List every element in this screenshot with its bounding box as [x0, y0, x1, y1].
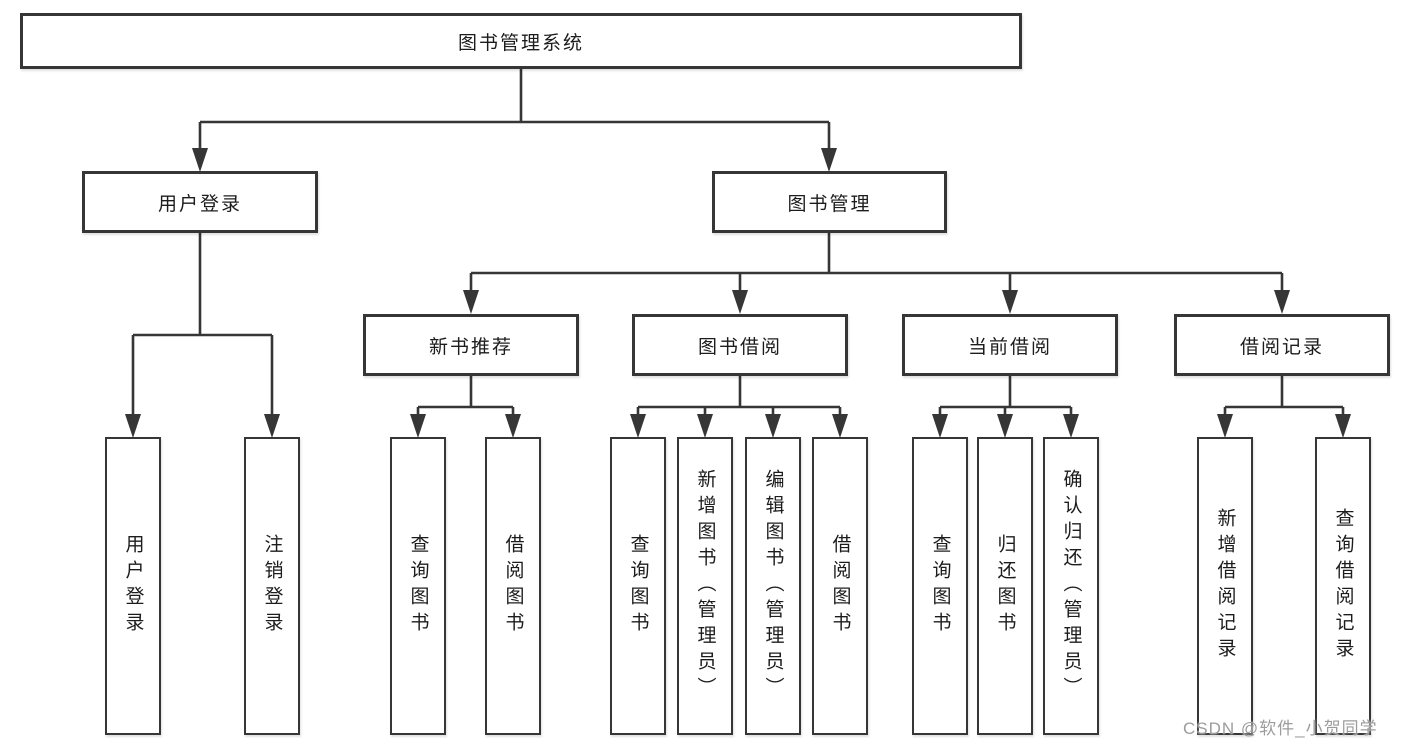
node-current-borrowing: 当前借阅 — [902, 314, 1118, 376]
leaf-borrow-books-recommend: 借阅图书 — [485, 437, 541, 735]
leaf-query-borrow-record: 查询借阅记录 — [1315, 437, 1371, 735]
leaf-edit-books-admin: 编辑图书（管理员） — [745, 437, 801, 735]
node-book-management-branch: 图书管理 — [712, 171, 947, 233]
csdn-watermark: CSDN @软件_小贺同学 — [1183, 719, 1378, 738]
leaf-add-borrow-record: 新增借阅记录 — [1197, 437, 1253, 735]
node-library-system-root: 图书管理系统 — [20, 13, 1022, 69]
leaf-confirm-return-admin: 确认归还（管理员） — [1043, 437, 1099, 735]
node-book-borrowing: 图书借阅 — [632, 314, 848, 376]
leaf-borrow-books: 借阅图书 — [812, 437, 868, 735]
node-new-book-recommend: 新书推荐 — [363, 314, 579, 376]
leaf-query-books-recommend: 查询图书 — [390, 437, 446, 735]
leaf-user-login: 用户登录 — [105, 437, 161, 735]
leaf-add-books-admin: 新增图书（管理员） — [677, 437, 733, 735]
leaf-return-books: 归还图书 — [977, 437, 1033, 735]
node-user-login-branch: 用户登录 — [82, 171, 318, 233]
leaf-logout: 注销登录 — [244, 437, 300, 735]
node-borrowing-records: 借阅记录 — [1174, 314, 1390, 376]
leaf-query-books-borrow: 查询图书 — [610, 437, 666, 735]
leaf-query-books-current: 查询图书 — [912, 437, 968, 735]
